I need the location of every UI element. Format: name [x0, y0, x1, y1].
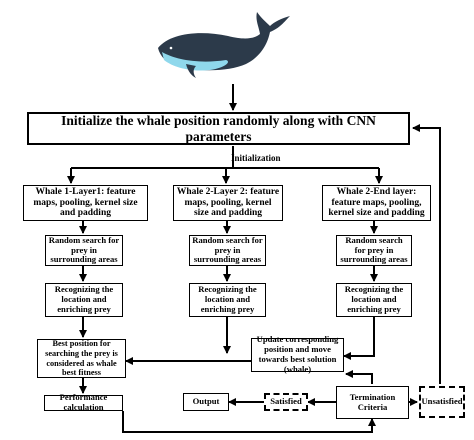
whale-illustration [158, 12, 290, 78]
layer2-search-box: Random search for prey in surrounding ar… [189, 235, 266, 266]
layer2-recognize-box: Recognizing the location and enriching p… [189, 283, 266, 317]
layer1-recognize-box: Recognizing the location and enriching p… [45, 283, 123, 317]
initialization-label: Initialization [231, 153, 281, 163]
best-position-box: Best position for searching the prey is … [37, 339, 126, 378]
satisfied-box: Satisfied [264, 393, 308, 411]
end-layer-search-box: Random search for prey in surrounding ar… [336, 235, 412, 266]
termination-box: Termination Criteria [336, 386, 409, 419]
end-layer-recognize-box: Recognizing the location and enriching p… [336, 283, 412, 317]
layer1-box: Whale 1-Layer1: feature maps, pooling, k… [23, 185, 148, 221]
end-layer-box: Whale 2-End layer: feature maps, pooling… [322, 185, 431, 221]
unsatisfied-box: Unsatisfied [419, 386, 465, 418]
output-box: Output [183, 393, 229, 411]
init-whale-box: Initialize the whale position randomly a… [27, 112, 410, 145]
layer2-box: Whale 2-Layer 2: feature maps, pooling, … [173, 185, 283, 221]
performance-box: Performance calculation [44, 392, 123, 412]
layer1-search-box: Random search for prey in surrounding ar… [45, 235, 123, 266]
update-position-box: Update corresponding position and move t… [251, 334, 344, 374]
